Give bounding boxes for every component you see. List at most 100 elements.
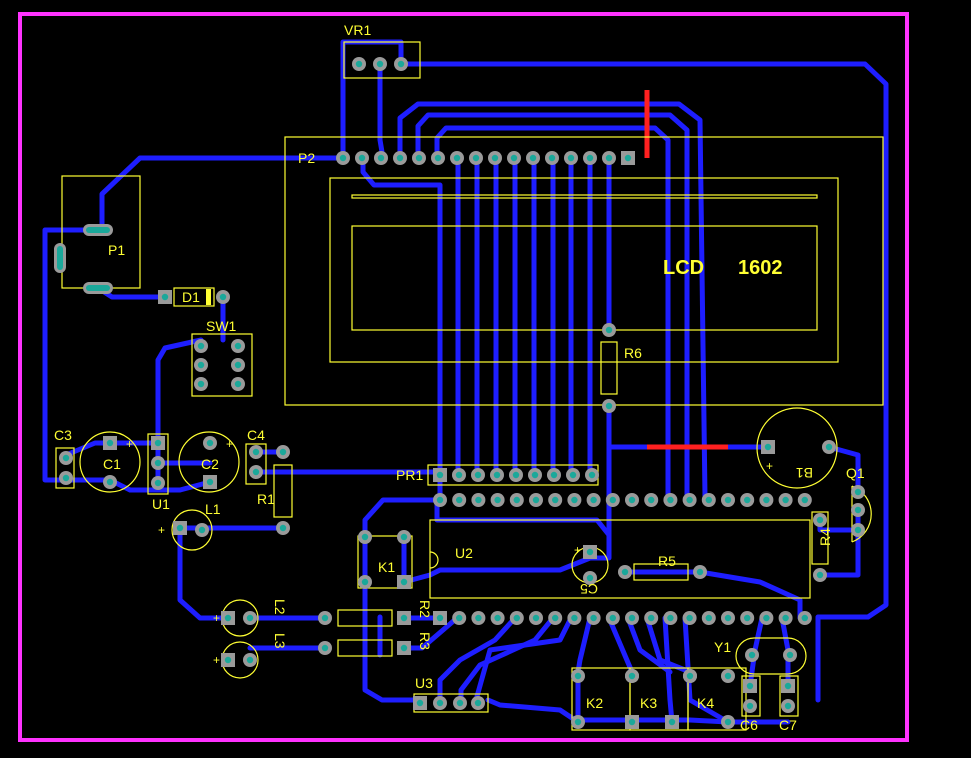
drill-hole — [532, 496, 540, 504]
label-p1: P1 — [108, 242, 125, 258]
label-k2: K2 — [586, 695, 603, 711]
labels: VR1 P2 P1 D1 SW1 LCD 1602 R6 C3 C1 C2 C4… — [54, 22, 865, 733]
traces — [42, 39, 889, 725]
drill-slot — [57, 246, 63, 270]
label-r1: R1 — [257, 491, 275, 507]
drill-hole — [854, 488, 862, 496]
label-p2: P2 — [298, 150, 315, 166]
drill-hole — [668, 718, 676, 726]
drill-hole — [176, 524, 184, 532]
label-d1: D1 — [182, 289, 200, 305]
drill-hole — [532, 614, 540, 622]
drill-hole — [279, 524, 287, 532]
drill-hole — [455, 471, 463, 479]
label-c2: C2 — [201, 456, 219, 472]
drill-hole — [628, 718, 636, 726]
drill-hole — [234, 361, 242, 369]
drill-hole — [246, 614, 254, 622]
drill-hole — [472, 154, 480, 162]
drill-hole — [746, 682, 754, 690]
drill-hole — [744, 496, 751, 504]
drill-hole — [574, 672, 582, 680]
drill-hole — [696, 568, 704, 576]
drill-hole — [198, 526, 206, 534]
drill-hole — [436, 614, 444, 622]
drill-hole — [724, 496, 732, 504]
drill-hole — [854, 506, 862, 514]
drill-hole — [724, 718, 732, 726]
drill-hole — [161, 293, 169, 301]
drill-hole — [586, 154, 594, 162]
drill-hole — [234, 342, 242, 350]
drill-hole — [436, 699, 444, 707]
drill-hole — [531, 471, 539, 479]
drill-hole — [456, 699, 464, 707]
drill-hole — [764, 443, 772, 451]
drill-hole — [782, 614, 789, 622]
drill-hole — [339, 154, 347, 162]
drill-hole — [154, 479, 162, 487]
label-c5: C5 — [580, 581, 598, 597]
drill-hole — [376, 60, 384, 68]
drill-hole — [453, 154, 461, 162]
label-r5: R5 — [658, 553, 676, 569]
label-u2: U2 — [455, 545, 473, 561]
drill-hole — [321, 644, 329, 652]
drill-hole — [574, 718, 582, 726]
drill-hole — [590, 614, 597, 622]
label-l1: L1 — [205, 501, 221, 517]
drill-hole — [436, 496, 444, 504]
drill-hole — [361, 533, 369, 541]
drill-hole — [491, 154, 499, 162]
drill-hole — [609, 614, 616, 622]
drill-hole — [552, 614, 559, 622]
drill-hole — [667, 496, 674, 504]
label-c1: C1 — [103, 456, 121, 472]
label-u3: U3 — [415, 675, 433, 691]
drill-hole — [397, 60, 405, 68]
drill-hole — [801, 496, 808, 504]
drill-hole — [586, 548, 594, 556]
label-c4: C4 — [247, 427, 265, 443]
drill-hole — [686, 614, 693, 622]
drill-hole — [396, 154, 404, 162]
drill-hole — [569, 471, 577, 479]
drill-hole — [493, 471, 501, 479]
drill-hole — [648, 614, 655, 622]
drill-hole — [416, 699, 424, 707]
label-r6: R6 — [624, 345, 642, 361]
label-u1: U1 — [152, 496, 170, 512]
drill-hole — [279, 448, 287, 456]
drill-hole — [106, 478, 114, 486]
jumpers — [644, 90, 728, 450]
drill-hole — [529, 154, 537, 162]
drill-hole — [550, 471, 558, 479]
drill-hole — [377, 154, 385, 162]
drill-hole — [705, 614, 712, 622]
drill-hole — [400, 533, 408, 541]
drill-hole — [586, 574, 594, 582]
drill-slot — [86, 285, 110, 291]
drill-hole — [686, 496, 693, 504]
label-c2-plus: + — [226, 437, 233, 451]
drill-hole — [588, 471, 596, 479]
drill-hole — [552, 496, 559, 504]
drill-hole — [513, 496, 520, 504]
label-lcd-model: 1602 — [738, 257, 783, 279]
drill-hole — [197, 361, 205, 369]
label-l3-plus: + — [213, 653, 220, 667]
drill-hole — [628, 672, 636, 680]
label-l2: L2 — [272, 599, 288, 615]
drill-hole — [605, 154, 613, 162]
label-l3: L3 — [272, 633, 288, 649]
label-r3: R3 — [417, 632, 433, 650]
drill-hole — [62, 454, 70, 462]
drill-hole — [784, 682, 792, 690]
drill-hole — [456, 614, 463, 622]
drill-hole — [567, 154, 575, 162]
board-outline — [18, 12, 909, 742]
drill-hole — [197, 380, 205, 388]
drill-hole — [456, 496, 463, 504]
drill-hole — [494, 496, 501, 504]
